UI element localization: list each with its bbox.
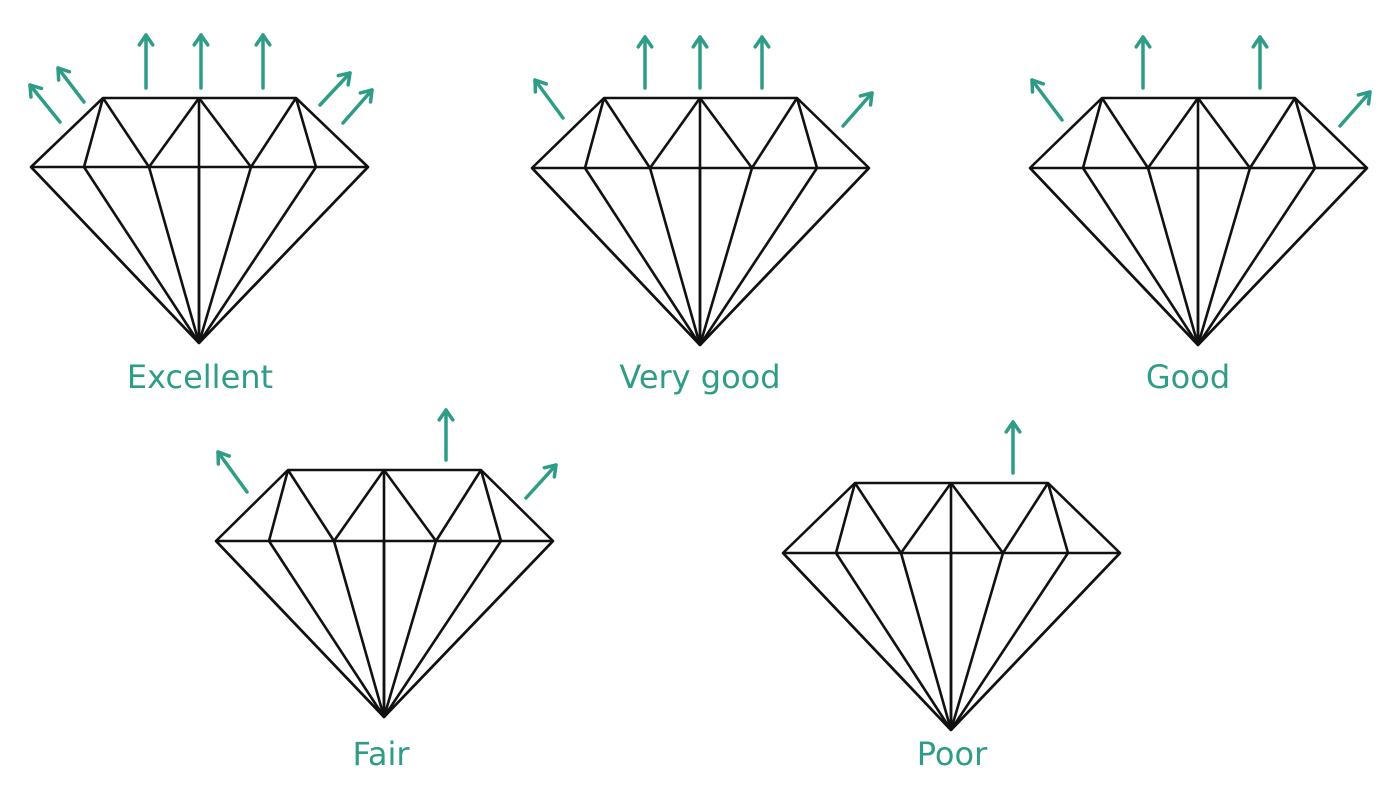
arrow-icon: [753, 35, 771, 90]
arrow-icon: [636, 35, 654, 90]
arrow-icon: [341, 88, 374, 125]
arrow-icon: [318, 71, 352, 107]
light-return-arrows-very-good: [533, 35, 874, 128]
arrow-icon: [1134, 35, 1152, 90]
diamond-good: [1028, 96, 1369, 347]
arrow-icon: [28, 83, 62, 124]
arrow-icon: [1251, 35, 1269, 90]
light-return-arrows-poor: [1004, 420, 1022, 475]
diamond-excellent: [29, 96, 370, 345]
arrow-icon: [1338, 90, 1372, 128]
arrow-icon: [56, 66, 86, 104]
arrow-icon: [254, 33, 272, 90]
grade-label-excellent: Excellent: [126, 358, 274, 396]
light-return-arrows-good: [1030, 35, 1372, 128]
arrow-icon: [524, 463, 558, 500]
diamond-very-good: [530, 96, 871, 347]
arrow-icon: [437, 408, 455, 462]
arrow-icon: [841, 91, 874, 128]
grade-label-poor: Poor: [916, 735, 988, 773]
arrow-icon: [1030, 78, 1064, 122]
arrow-icon: [192, 33, 210, 90]
diamond-fair: [214, 468, 555, 719]
grade-label-fair: Fair: [352, 735, 410, 773]
light-return-arrows-excellent: [28, 33, 374, 125]
arrow-icon: [216, 450, 249, 494]
arrow-icon: [691, 35, 709, 90]
arrow-icon: [533, 78, 565, 120]
grade-label-good: Good: [1145, 358, 1231, 396]
grade-label-very-good: Very good: [619, 358, 781, 396]
arrow-icon: [137, 33, 155, 90]
diamond-poor: [781, 481, 1122, 732]
arrow-icon: [1004, 420, 1022, 475]
light-return-arrows-fair: [216, 408, 558, 500]
